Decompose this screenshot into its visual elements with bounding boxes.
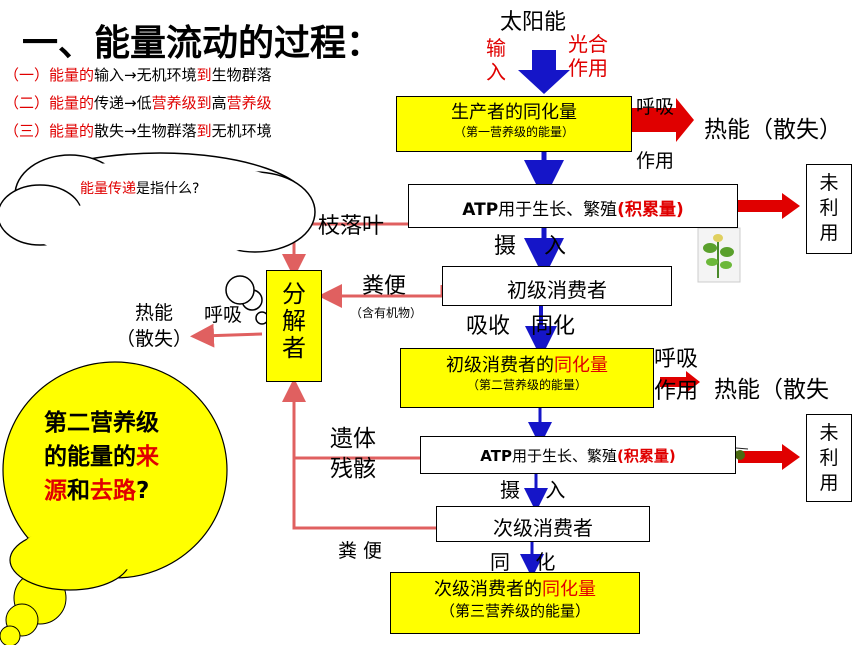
outline-2-prefix: （二）	[4, 94, 50, 112]
resp1-heat: 热能（散失）	[704, 117, 842, 143]
resp2-label: 呼吸 作用	[654, 347, 699, 404]
outline-3-red2: 到	[196, 122, 212, 140]
feces2-label: 粪 便	[338, 540, 383, 562]
atp2-text: 用于生长、繁殖	[511, 447, 617, 465]
primary-assim-black: 初级消费者的	[446, 355, 554, 376]
absorb-assimilate-label: 吸收 同化	[466, 314, 575, 339]
outline-2-red1: 能量的	[49, 94, 95, 112]
secondary-consumer-box: 次级消费者	[436, 506, 650, 542]
resp1-label: 呼吸 作用	[636, 96, 675, 172]
sun-input-label: 输 入	[486, 36, 506, 84]
unused1-arrow	[738, 193, 800, 219]
unused2-box: 未 利 用	[806, 414, 852, 502]
bubble-line2-black: 的能量的	[44, 444, 136, 470]
secondary-assim-sub: （第三营养级的能量）	[439, 602, 590, 620]
bubble-line2-red: 来	[136, 444, 159, 470]
cloud-question: 能量传递是指什么?	[80, 178, 199, 198]
sun-input-arrow	[518, 50, 570, 94]
plant-icon	[697, 227, 741, 283]
bubble-line3-end: ?	[136, 478, 150, 504]
outline-1-red2: 到	[196, 66, 212, 84]
outline-3-black2: 无机环境	[211, 122, 272, 140]
decomposer-resp-label: 呼吸	[204, 304, 243, 326]
atp2-box: ATP用于生长、繁殖(积累量)	[420, 436, 736, 474]
producer-sub: （第一营养级的能量）	[453, 125, 574, 139]
decomposer-heat-label: 热能 （散失）	[116, 302, 193, 350]
intake1-label: 摄 入	[494, 234, 566, 259]
secondary-assim-box: 次级消费者的同化量 （第三营养级的能量）	[390, 572, 640, 634]
cloud-question-red: 能量传递	[80, 181, 136, 197]
decomposer-box: 分 解 者	[266, 270, 322, 382]
feces2-line	[282, 378, 436, 530]
unused2-arrow	[738, 444, 800, 470]
remains-label: 遗体 残骸	[330, 426, 376, 482]
secondary-assim-red: 同化量	[542, 579, 596, 600]
thought-cloud	[0, 152, 316, 325]
bubble-question: 第二营养级 的能量的来 源和去路?	[44, 406, 159, 508]
cloud-question-black: 是指什么?	[136, 181, 200, 197]
outline-2-red3: 营养级	[226, 94, 272, 112]
yellow-bubble	[0, 361, 228, 645]
sun-label: 太阳能	[500, 10, 567, 35]
atp1-prefix: ATP	[462, 200, 499, 220]
producer-main: 生产者的同化量	[451, 102, 577, 123]
decomposer-heat-arrow	[190, 323, 263, 348]
outline-1-black2: 生物群落	[211, 66, 272, 84]
feces1-label: 粪便	[362, 274, 407, 299]
outline-1-red1: 能量的	[49, 66, 95, 84]
primary-assim-sub: （第二营养级的能量）	[466, 378, 587, 392]
bubble-line3-red1: 源	[44, 478, 67, 504]
bubble-line1: 第二营养级	[44, 410, 159, 436]
branch-litter-label: 枝落叶	[318, 214, 385, 239]
assim2-label: 同 化	[490, 550, 556, 574]
outline-3-prefix: （三）	[4, 122, 50, 140]
resp2-heat: 热能（散失	[714, 377, 829, 403]
atp1-box: ATP用于生长、繁殖(积累量)	[408, 184, 738, 228]
outline-2-red2: 营养级到	[151, 94, 212, 112]
producer-box: 生产者的同化量 （第一营养级的能量）	[396, 96, 632, 152]
outline-transfer: （二）能量的传递→低营养级到高营养级	[4, 92, 272, 113]
outline-1-black1: 输入→无机环境	[94, 66, 197, 84]
atp2-red: (积累量)	[616, 447, 676, 465]
secondary-assim-black: 次级消费者的	[434, 579, 542, 600]
outline-input: （一）能量的输入→无机环境到生物群落	[4, 64, 272, 85]
outline-3-red1: 能量的	[49, 122, 95, 140]
outline-2-black2: 高	[211, 94, 227, 112]
atp1-text: 用于生长、繁殖	[498, 200, 618, 220]
outline-loss: （三）能量的散失→生物群落到无机环境	[4, 120, 272, 141]
resp2-heat-arrow	[660, 371, 700, 393]
resp1-heat-arrow	[632, 98, 694, 142]
atp2-prefix: ATP	[480, 447, 512, 465]
outline-3-black1: 散失→生物群落	[94, 122, 197, 140]
primary-assim-red: 同化量	[554, 355, 608, 376]
bubble-line3-red2: 去路	[90, 478, 136, 504]
primary-consumer-box: 初级消费者	[442, 266, 672, 306]
atp1-red: (积累量)	[617, 200, 684, 220]
outline-1-prefix: （一）	[4, 66, 50, 84]
outline-2-black1: 传递→低	[94, 94, 152, 112]
unused1-box: 未 利 用	[806, 164, 852, 254]
page-title: 一、能量流动的过程：	[22, 23, 383, 64]
feces1-sub: （含有机物）	[350, 306, 423, 320]
primary-assim-box: 初级消费者的同化量 （第二营养级的能量）	[400, 348, 654, 408]
bubble-line3-black: 和	[67, 478, 90, 504]
intake2-label: 摄 入	[500, 478, 566, 502]
sun-photosynthesis-label: 光合 作用	[568, 32, 608, 80]
